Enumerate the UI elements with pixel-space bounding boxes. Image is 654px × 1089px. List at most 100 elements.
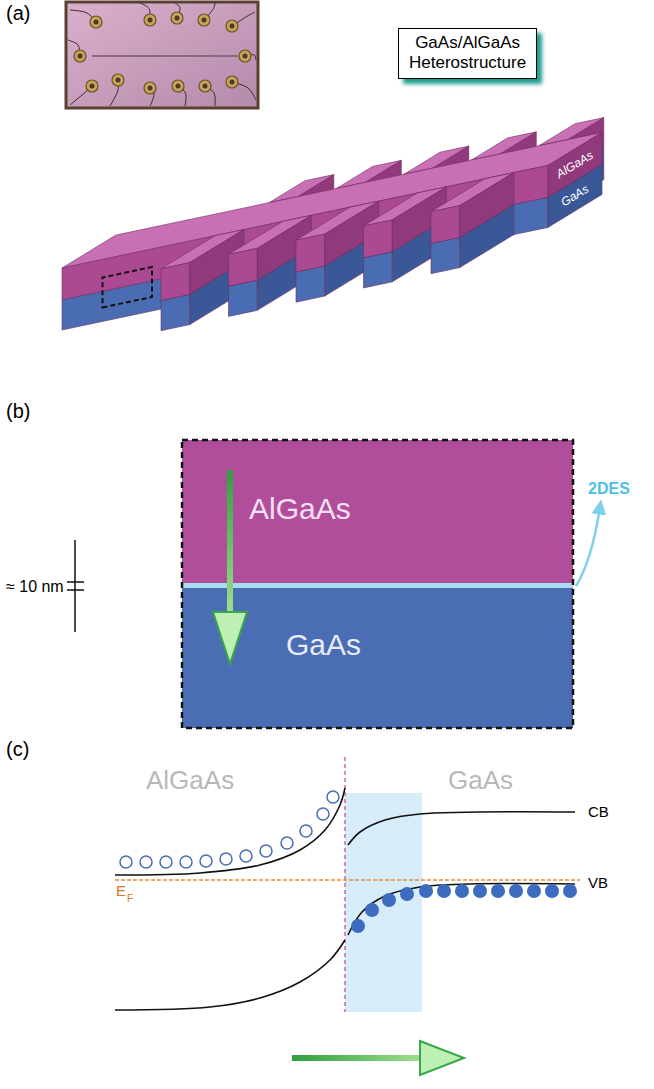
gaas-front-face bbox=[296, 266, 325, 302]
bond-pad bbox=[171, 12, 183, 24]
pad-center bbox=[78, 54, 83, 59]
filled-carrier bbox=[455, 884, 469, 898]
band-label: CB bbox=[588, 804, 609, 821]
band-edge bbox=[348, 812, 575, 845]
bond-pad bbox=[74, 50, 86, 62]
band-edge bbox=[115, 788, 345, 875]
fermi-level-subscript: F bbox=[127, 893, 133, 904]
pad-center bbox=[148, 86, 153, 91]
pad-center bbox=[202, 18, 207, 23]
open-carrier bbox=[240, 850, 252, 862]
dashed-region bbox=[103, 267, 153, 307]
open-carrier bbox=[260, 845, 272, 857]
filled-carrier bbox=[563, 884, 577, 898]
gaas-layer-box: GaAs bbox=[182, 588, 573, 728]
bond-pad bbox=[226, 76, 238, 88]
filled-carrier bbox=[527, 884, 541, 898]
pad-center bbox=[203, 84, 208, 89]
dimension-label: ≈ 10 nm bbox=[6, 578, 64, 596]
pad-center bbox=[175, 16, 180, 21]
bond-pad bbox=[199, 80, 211, 92]
arrow-head bbox=[213, 612, 247, 664]
gaas-front-face bbox=[229, 280, 258, 316]
interface-line bbox=[344, 757, 346, 1012]
open-carrier bbox=[220, 853, 232, 865]
band-diagram bbox=[115, 757, 580, 1075]
scale-tick bbox=[67, 581, 84, 583]
scale-tick bbox=[67, 589, 84, 591]
bond-pad bbox=[86, 80, 98, 92]
filled-carrier bbox=[473, 884, 487, 898]
open-carrier bbox=[120, 856, 132, 868]
2des-layer bbox=[182, 583, 573, 588]
filled-carrier bbox=[509, 884, 523, 898]
filled-carrier bbox=[365, 903, 379, 917]
bond-pad bbox=[172, 80, 184, 92]
panel-label: (b) bbox=[6, 400, 30, 422]
band-label: VB bbox=[588, 875, 608, 892]
mesa-block bbox=[62, 132, 602, 330]
open-carrier bbox=[327, 791, 339, 803]
gaas-front-face bbox=[364, 252, 393, 288]
algaas-front-face bbox=[364, 220, 393, 258]
algaas-front-face bbox=[161, 263, 190, 301]
algaas-front-face bbox=[431, 206, 460, 244]
pad-center bbox=[243, 54, 248, 59]
layer-name: 2DES bbox=[588, 480, 630, 498]
panel-label: (c) bbox=[6, 738, 29, 760]
open-carrier bbox=[317, 808, 329, 820]
band-edge bbox=[348, 884, 575, 935]
bond-pad bbox=[144, 82, 156, 94]
bond-pad bbox=[198, 14, 210, 26]
filled-carrier bbox=[382, 893, 396, 907]
material-label: AlGaAs bbox=[146, 766, 234, 795]
open-carrier bbox=[180, 856, 192, 868]
pad-center bbox=[230, 80, 235, 85]
chip-photo bbox=[66, 2, 258, 108]
algaas-front-face bbox=[229, 248, 258, 286]
bond-pad bbox=[112, 74, 124, 86]
chip-substrate bbox=[66, 2, 258, 108]
pad-center bbox=[148, 18, 153, 23]
material-label: GaAs bbox=[448, 766, 513, 795]
pad-center bbox=[90, 84, 95, 89]
gaas-layer bbox=[182, 588, 573, 728]
pad-center bbox=[94, 20, 99, 25]
node-text: GaAs bbox=[286, 628, 573, 661]
bond-pad bbox=[226, 20, 238, 32]
open-carrier bbox=[140, 856, 152, 868]
arrow-shaft bbox=[227, 470, 233, 615]
arrow-head bbox=[420, 1041, 464, 1075]
band-edge bbox=[115, 940, 345, 1010]
node-text: GaAs/AlGaAs Heterostructure bbox=[409, 33, 526, 74]
title-box: GaAs/AlGaAs Heterostructure bbox=[398, 28, 537, 79]
hall-channel bbox=[92, 55, 238, 57]
panel-label: (a) bbox=[6, 2, 30, 24]
depletion-region bbox=[345, 793, 422, 1012]
algaas-layer bbox=[182, 440, 573, 583]
algaas-layer-box: AlGaAs bbox=[182, 440, 573, 583]
pad-center bbox=[116, 78, 121, 83]
filled-carrier bbox=[351, 919, 365, 933]
hall-bar-3d bbox=[62, 118, 604, 331]
filled-carrier bbox=[545, 884, 559, 898]
filled-carrier bbox=[437, 884, 451, 898]
mesa-block bbox=[431, 173, 514, 274]
open-carrier bbox=[281, 837, 293, 849]
filled-carrier bbox=[419, 884, 433, 898]
gaas-front-face bbox=[161, 295, 190, 331]
open-carrier bbox=[160, 856, 172, 868]
cross-section bbox=[67, 440, 600, 728]
bond-pad bbox=[239, 50, 251, 62]
open-carrier bbox=[300, 825, 312, 837]
dashed-frame bbox=[182, 440, 573, 728]
node-text: AlGaAs bbox=[249, 492, 573, 525]
filled-carrier bbox=[400, 887, 414, 901]
gaas-side-face bbox=[460, 205, 514, 268]
arrow-shaft bbox=[292, 1055, 422, 1061]
filled-carrier bbox=[491, 884, 505, 898]
pad-center bbox=[230, 24, 235, 29]
bond-pad bbox=[144, 14, 156, 26]
